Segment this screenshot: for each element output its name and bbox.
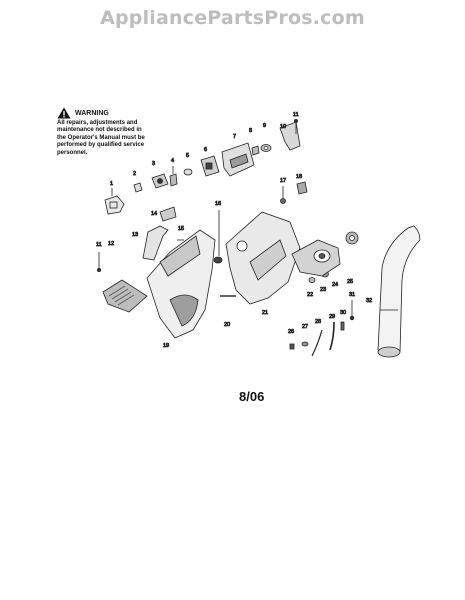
part-11-left: 11: [96, 242, 102, 272]
callout-23: 23: [320, 287, 326, 293]
part-17: 17: [280, 178, 287, 204]
part-27: 27: [301, 324, 309, 347]
part-26: 26: [288, 329, 295, 350]
part-28: 28: [311, 319, 323, 357]
part-7: 7: [221, 134, 255, 177]
part-12: 12: [102, 241, 148, 313]
part-15: 15: [177, 226, 185, 241]
callout-26: 26: [288, 329, 294, 335]
part-8: 8: [249, 128, 260, 156]
part-4: 4: [169, 158, 178, 187]
callout-17: 17: [280, 178, 286, 184]
callout-19: 19: [163, 343, 169, 349]
callout-13: 13: [132, 232, 138, 238]
callout-18: 18: [296, 174, 302, 180]
part-1: 1: [104, 181, 125, 215]
date-code: 8/06: [239, 389, 265, 404]
warning-notice: WARNING All repairs, adjustments and mai…: [57, 107, 147, 157]
part-16: 16: [213, 201, 223, 264]
site-watermark: AppliancePartsPros.com: [100, 7, 365, 29]
part-19: 19: [146, 229, 216, 349]
part-10: 10: [279, 121, 301, 151]
callout-5: 5: [186, 153, 189, 159]
part-24: 24: [291, 239, 341, 288]
callout-16: 16: [215, 201, 221, 207]
part-3: 3: [151, 161, 169, 189]
callout-29: 29: [329, 314, 335, 320]
callout-1: 1: [110, 181, 113, 187]
callout-7: 7: [233, 134, 236, 140]
warning-header: WARNING: [57, 107, 147, 119]
callout-32: 32: [366, 298, 372, 304]
callout-11-left: 11: [96, 242, 102, 248]
callout-27: 27: [302, 324, 308, 330]
callout-9: 9: [263, 123, 266, 129]
part-32: 32: [366, 225, 421, 358]
callout-12: 12: [108, 241, 114, 247]
part-13: 13: [132, 225, 169, 261]
callout-6: 6: [204, 147, 207, 153]
callout-25: 25: [347, 279, 353, 285]
part-30: 30: [340, 310, 347, 331]
part-2: 2: [133, 171, 143, 193]
callout-3: 3: [152, 161, 155, 167]
warning-text: All repairs, adjustments and maintenance…: [57, 120, 145, 156]
callout-10: 10: [280, 124, 286, 130]
callout-8: 8: [249, 128, 252, 134]
part-22: 22: [307, 277, 316, 298]
callout-21: 21: [262, 310, 268, 316]
callout-31: 31: [349, 292, 355, 298]
part-25: 25: [345, 231, 359, 285]
part-14: 14: [151, 206, 177, 222]
part-29: 29: [329, 314, 336, 351]
callout-15: 15: [178, 226, 184, 232]
callout-24: 24: [332, 282, 338, 288]
part-5: 5: [183, 153, 193, 176]
warning-title: WARNING: [75, 109, 109, 117]
callout-28: 28: [315, 319, 321, 325]
callout-11-top: 11: [293, 112, 299, 118]
part-21: 21: [225, 211, 301, 316]
callout-2: 2: [133, 171, 136, 177]
part-9: 9: [260, 123, 272, 152]
callout-4: 4: [171, 158, 174, 164]
part-11-top: 11: [293, 112, 299, 134]
callout-14: 14: [151, 211, 157, 217]
callout-30: 30: [340, 310, 346, 316]
part-6: 6: [200, 147, 220, 177]
part-20: 20: [220, 295, 236, 328]
callout-22: 22: [307, 292, 313, 298]
part-31: 31: [349, 292, 356, 321]
part-18: 18: [296, 174, 308, 195]
callout-20: 20: [224, 322, 230, 328]
warning-triangle-icon: [57, 107, 71, 119]
